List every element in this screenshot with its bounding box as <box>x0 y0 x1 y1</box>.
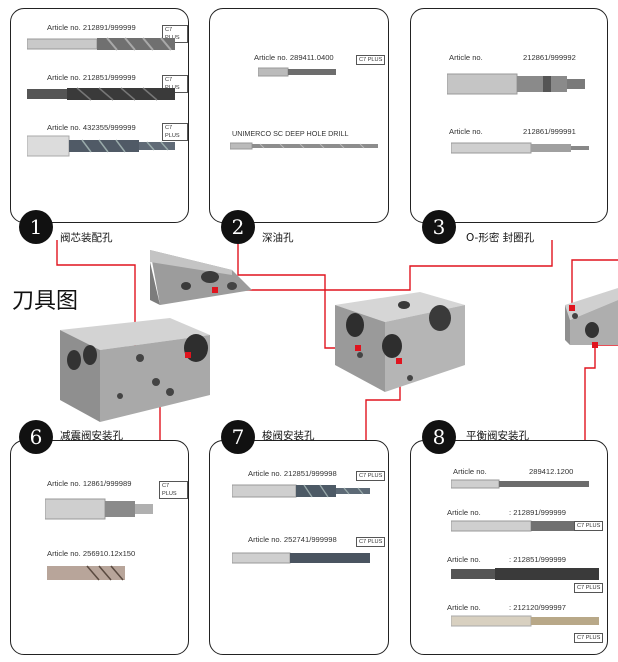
article-value: 212861/999991 <box>523 127 576 136</box>
panel-3: Article no. 212861/999992 Article no. 21… <box>410 8 608 223</box>
article-number: Article no. <box>447 508 481 517</box>
o-ring-cutter-tool-icon <box>451 142 589 154</box>
article-number: Article no. 432355/999999 <box>47 123 136 132</box>
article-value: : 212120/999997 <box>509 603 567 612</box>
endmill-tool-icon <box>27 37 175 51</box>
c7-plus-badge: C7 PLUS <box>574 583 604 593</box>
hole-marker-1 <box>185 352 191 358</box>
c7-plus-badge: C7 PLUS <box>356 471 386 481</box>
hole-marker-5 <box>592 342 598 348</box>
hole-marker-7 <box>396 358 402 364</box>
c7-plus-badge: C7 PLUS <box>356 537 386 547</box>
article-number: Article no. <box>453 467 487 476</box>
callout-number-7: 7 <box>221 420 255 454</box>
article-number: Article no. 212891/999999 <box>47 23 136 32</box>
article-value: : 212891/999999 <box>509 508 567 517</box>
reamer-tool-icon <box>27 87 175 101</box>
panel-6-label: 减震阀安装孔 <box>60 430 123 442</box>
callout-number-6: 6 <box>19 420 53 454</box>
center-valve-block <box>335 292 465 392</box>
step-drill-tool-icon <box>27 135 175 157</box>
connector-4 <box>571 259 618 308</box>
endmill-tool-icon <box>451 520 599 532</box>
c7-plus-badge: C7 PLUS <box>159 481 188 499</box>
article-number: Article no. <box>449 53 483 62</box>
hole-marker-4 <box>569 305 575 311</box>
panel-2-label: 深油孔 <box>262 232 294 244</box>
wedge-block <box>150 250 252 305</box>
callout-number-2: 2 <box>221 210 255 244</box>
c7-plus-badge: C7 PLUS <box>356 55 386 65</box>
panel-1: Article no. 212891/999999 C7 PLUS Articl… <box>10 8 189 223</box>
article-number: Article no. <box>447 555 481 564</box>
article-number: Article no. 289411.0400 <box>254 53 334 62</box>
article-number: Article no. 256910.12x150 <box>47 549 136 558</box>
c7-plus-badge: C7 PLUS <box>574 521 604 531</box>
hole-marker-3 <box>212 287 218 293</box>
left-valve-block <box>60 318 210 422</box>
counterbore-tool-icon <box>45 498 153 520</box>
panel-1-label: 阀芯装配孔 <box>60 232 113 244</box>
callout-number-1: 1 <box>19 210 53 244</box>
page-title: 刀具图 <box>12 289 79 314</box>
reamer-tool-icon <box>451 568 599 580</box>
callout-number-3: 3 <box>422 210 456 244</box>
reamer-tool-icon <box>47 565 125 581</box>
article-number: Article no. 212851/999998 <box>248 469 337 478</box>
panel-6: Article no. 12861/999989 C7 PLUS Article… <box>10 440 189 655</box>
o-ring-cutter-tool-icon <box>447 73 585 95</box>
panel-3-label: O-形密 封圈孔 <box>466 232 535 244</box>
article-value: 289412.1200 <box>529 467 574 476</box>
c7-plus-badge: C7 PLUS <box>574 633 604 643</box>
article-number: Article no. <box>449 127 483 136</box>
panel-7-label: 梭阀安装孔 <box>262 430 315 442</box>
callout-number-8: 8 <box>422 420 456 454</box>
hole-marker-2 <box>355 345 361 351</box>
article-value: : 212851/999999 <box>509 555 567 564</box>
deep-hole-drill-tool-icon <box>230 142 378 150</box>
drill-tool-icon <box>451 479 589 489</box>
reamer-tool-icon <box>232 552 370 564</box>
panel-8: Article no. 289412.1200 Article no. : 21… <box>410 440 608 655</box>
c7-plus-badge: C7 PLUS <box>162 123 188 141</box>
step-drill-tool-icon <box>232 484 370 498</box>
deep-hole-drill-label: UNIMERCO SC DEEP HOLE DRILL <box>232 129 349 138</box>
article-number: Article no. 252741/999998 <box>248 535 337 544</box>
drill-tool-icon <box>451 615 599 627</box>
right-valve-block <box>565 288 618 345</box>
connector-3 <box>215 240 553 291</box>
article-number: Article no. 12861/999989 <box>47 479 132 488</box>
article-number: Article no. 212851/999999 <box>47 73 136 82</box>
article-number: Article no. <box>447 603 481 612</box>
article-value: 212861/999992 <box>523 53 576 62</box>
panel-2: Article no. 289411.0400 C7 PLUS UNIMERCO… <box>209 8 389 223</box>
panel-7: Article no. 212851/999998 C7 PLUS Articl… <box>209 440 389 655</box>
drill-tool-icon <box>258 67 336 77</box>
panel-8-label: 平衡阀安装孔 <box>466 430 529 442</box>
